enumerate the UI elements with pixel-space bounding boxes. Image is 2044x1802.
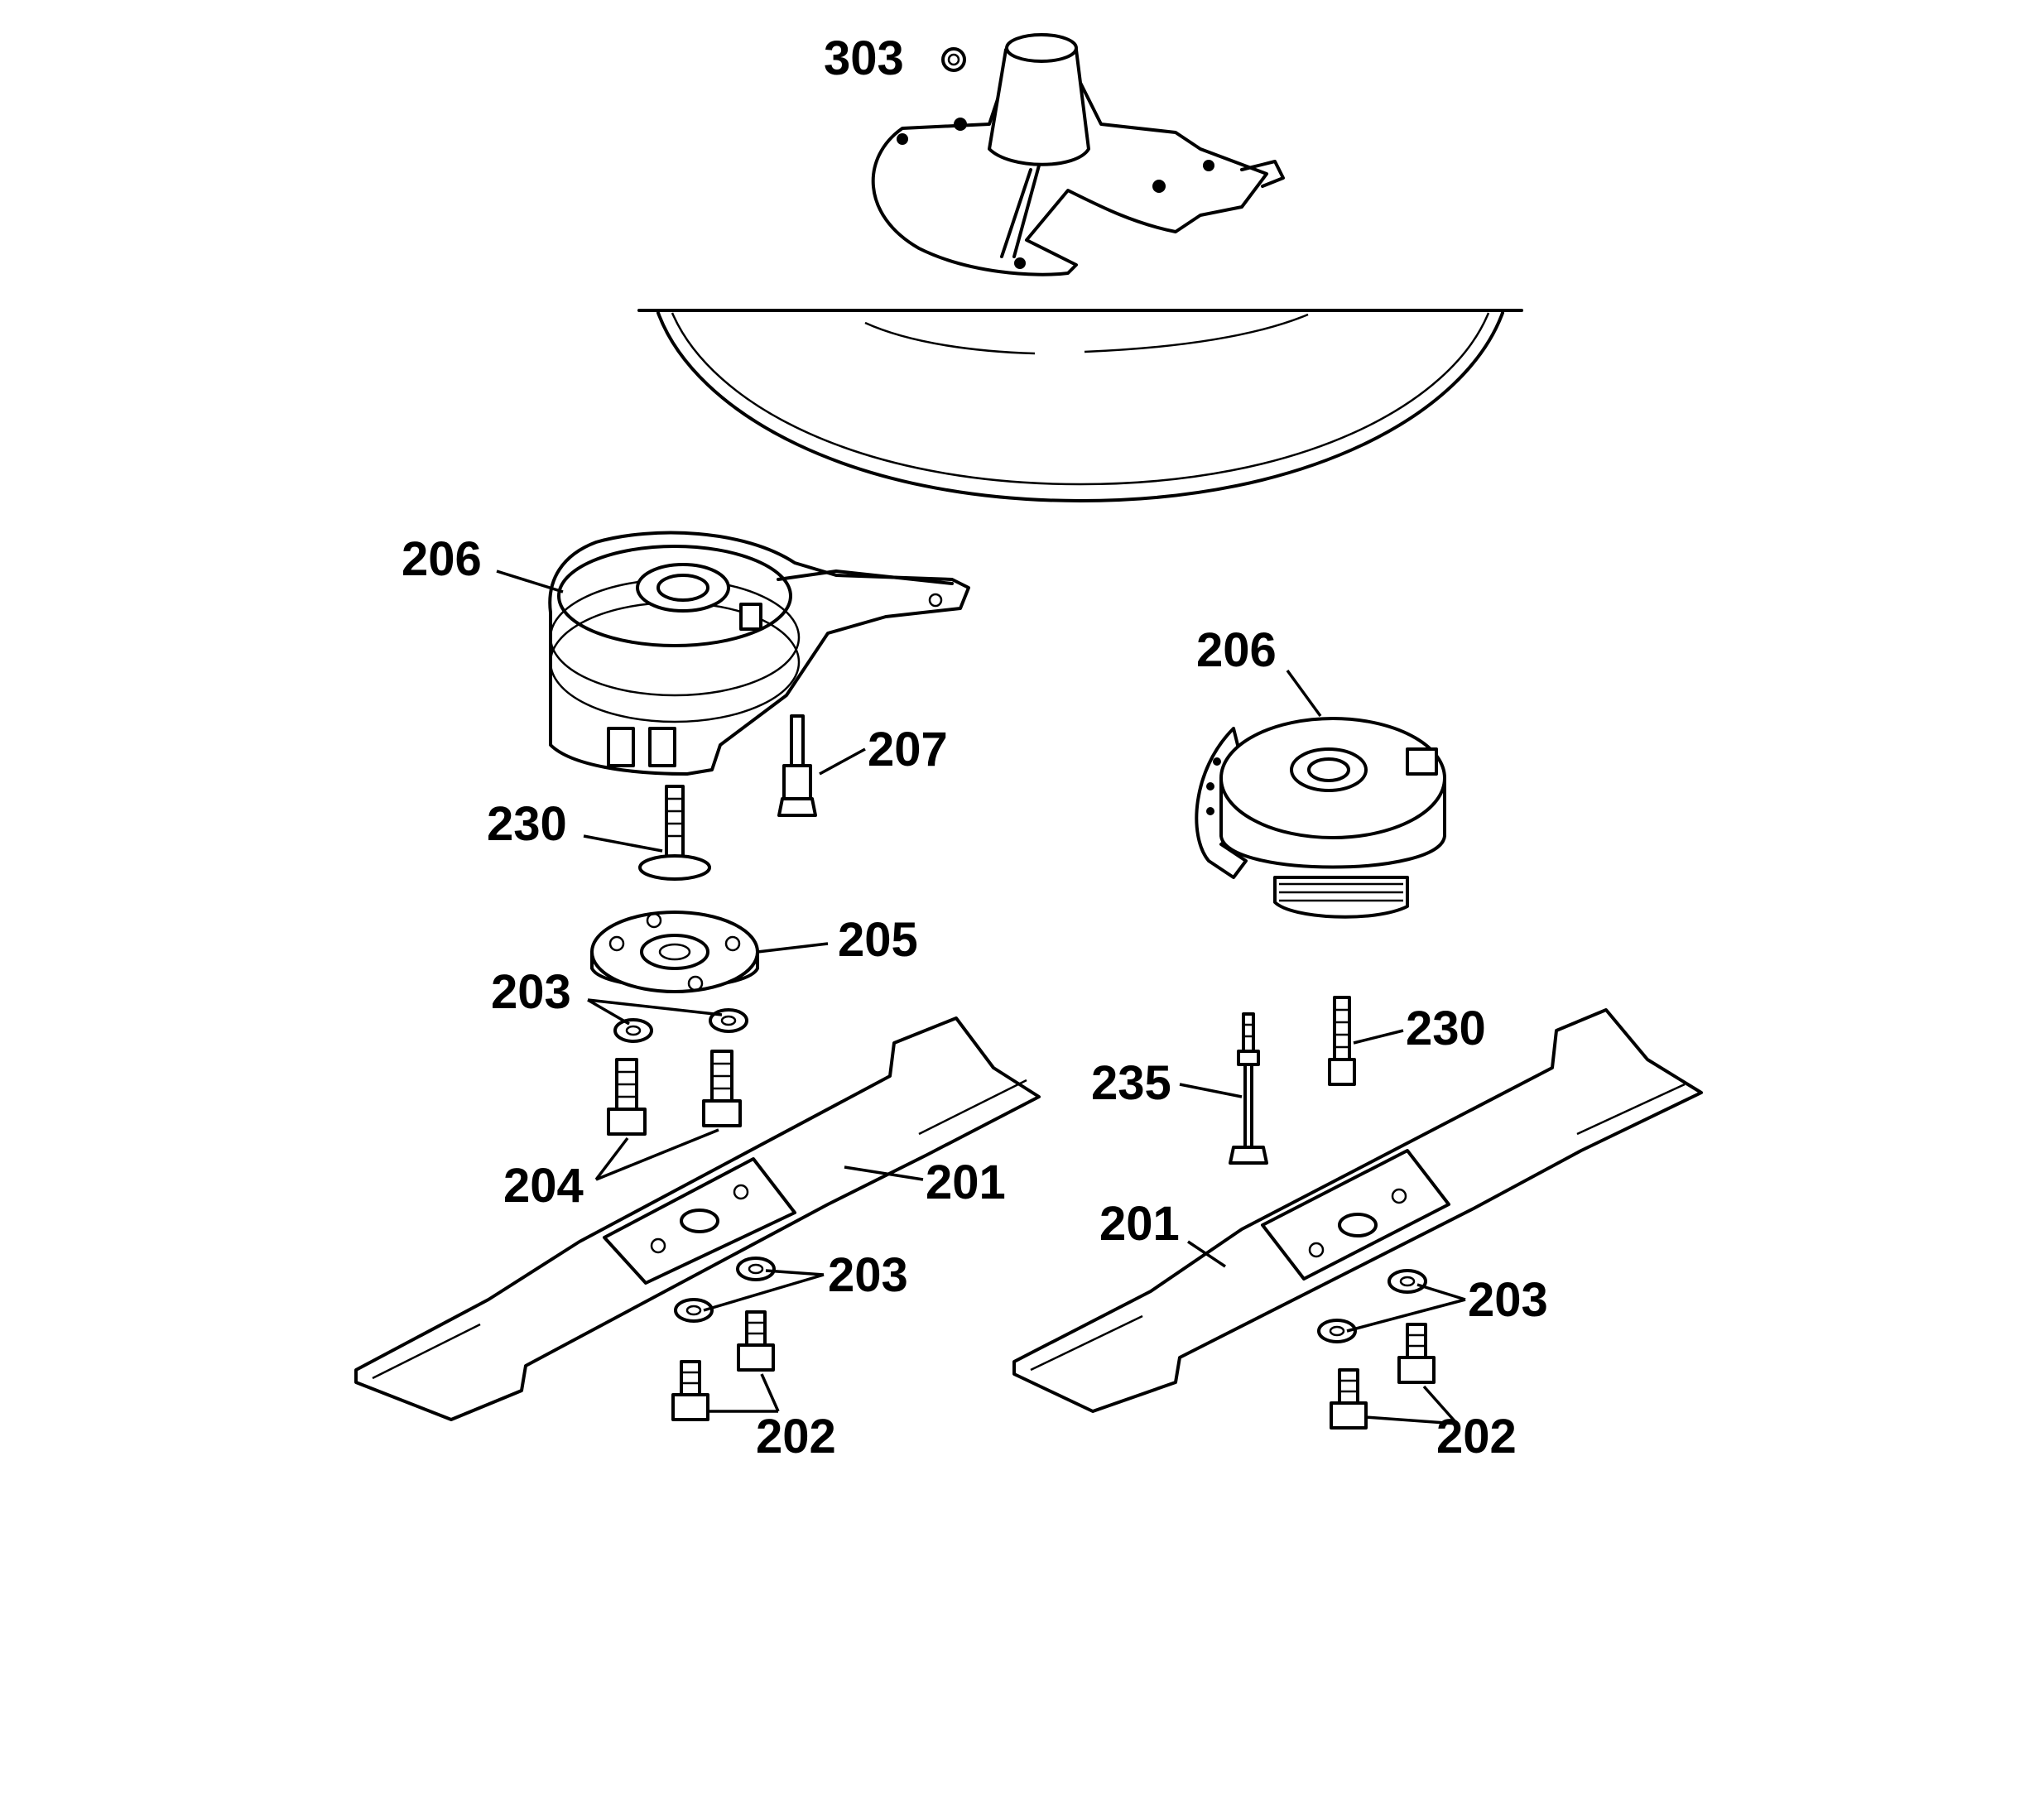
leader-204-2 xyxy=(595,1128,719,1181)
bolt-230-left xyxy=(583,785,711,881)
stud-207 xyxy=(777,714,866,817)
washers-203a xyxy=(587,998,748,1043)
adapter-205 xyxy=(590,911,829,993)
callout-203-upper-left: 203 xyxy=(491,965,571,1019)
washers-203c xyxy=(1317,1269,1466,1343)
callout-206-left: 206 xyxy=(402,532,482,586)
leader-235 xyxy=(1179,1083,1243,1098)
callout-205: 205 xyxy=(838,913,918,967)
callout-207: 207 xyxy=(868,723,948,776)
callout-235: 235 xyxy=(1091,1056,1171,1110)
callout-203-right: 203 xyxy=(1468,1273,1548,1327)
leader-203a-1 xyxy=(587,998,630,1026)
leader-206b xyxy=(1286,669,1322,718)
blade-201-right xyxy=(1012,1008,1703,1413)
callout-204: 204 xyxy=(503,1159,584,1213)
deck-hub-cover xyxy=(871,33,1285,276)
leader-202a-2 xyxy=(760,1373,780,1412)
callout-201-left: 201 xyxy=(926,1156,1006,1209)
leader-203b-2 xyxy=(703,1273,825,1312)
callout-206-right: 206 xyxy=(1196,623,1277,677)
leader-202b-1 xyxy=(1365,1415,1458,1425)
callout-230-right: 230 xyxy=(1406,1002,1486,1055)
callout-202-left: 202 xyxy=(756,1410,836,1463)
leader-230b xyxy=(1353,1029,1404,1045)
bolts-202b xyxy=(1330,1323,1459,1430)
blade-201-left xyxy=(354,1016,1041,1421)
leader-203a-2 xyxy=(587,998,723,1016)
leader-206a xyxy=(496,569,564,593)
callout-230-left: 230 xyxy=(487,797,567,851)
bolts-202a xyxy=(671,1310,780,1421)
leader-203b-1 xyxy=(765,1269,825,1276)
leader-203c-1 xyxy=(1416,1283,1466,1301)
clutch-206-right xyxy=(1195,669,1446,919)
leader-203c-2 xyxy=(1346,1298,1466,1333)
bolt-230-right xyxy=(1328,996,1404,1086)
leader-204-1 xyxy=(594,1136,629,1181)
leader-207 xyxy=(819,747,866,776)
callout-203-lower-left: 203 xyxy=(828,1248,908,1302)
callout-201-right: 201 xyxy=(1099,1197,1180,1251)
leader-201a xyxy=(844,1165,924,1181)
bolts-204 xyxy=(594,1050,742,1181)
bolt-235 xyxy=(1179,1012,1268,1165)
callout-labels: 303 206 207 230 205 203 204 201 203 202 … xyxy=(402,31,1548,1463)
deck-housing xyxy=(637,309,1523,502)
leader-202b-2 xyxy=(1422,1385,1459,1425)
nut-303 xyxy=(941,47,966,72)
leader-230a xyxy=(583,834,663,853)
leader-205 xyxy=(757,942,829,954)
leader-201b xyxy=(1187,1240,1226,1268)
washers-203b xyxy=(674,1257,825,1323)
callout-202-right: 202 xyxy=(1436,1410,1517,1463)
clutch-206-left xyxy=(496,531,970,776)
callout-303: 303 xyxy=(824,31,904,85)
